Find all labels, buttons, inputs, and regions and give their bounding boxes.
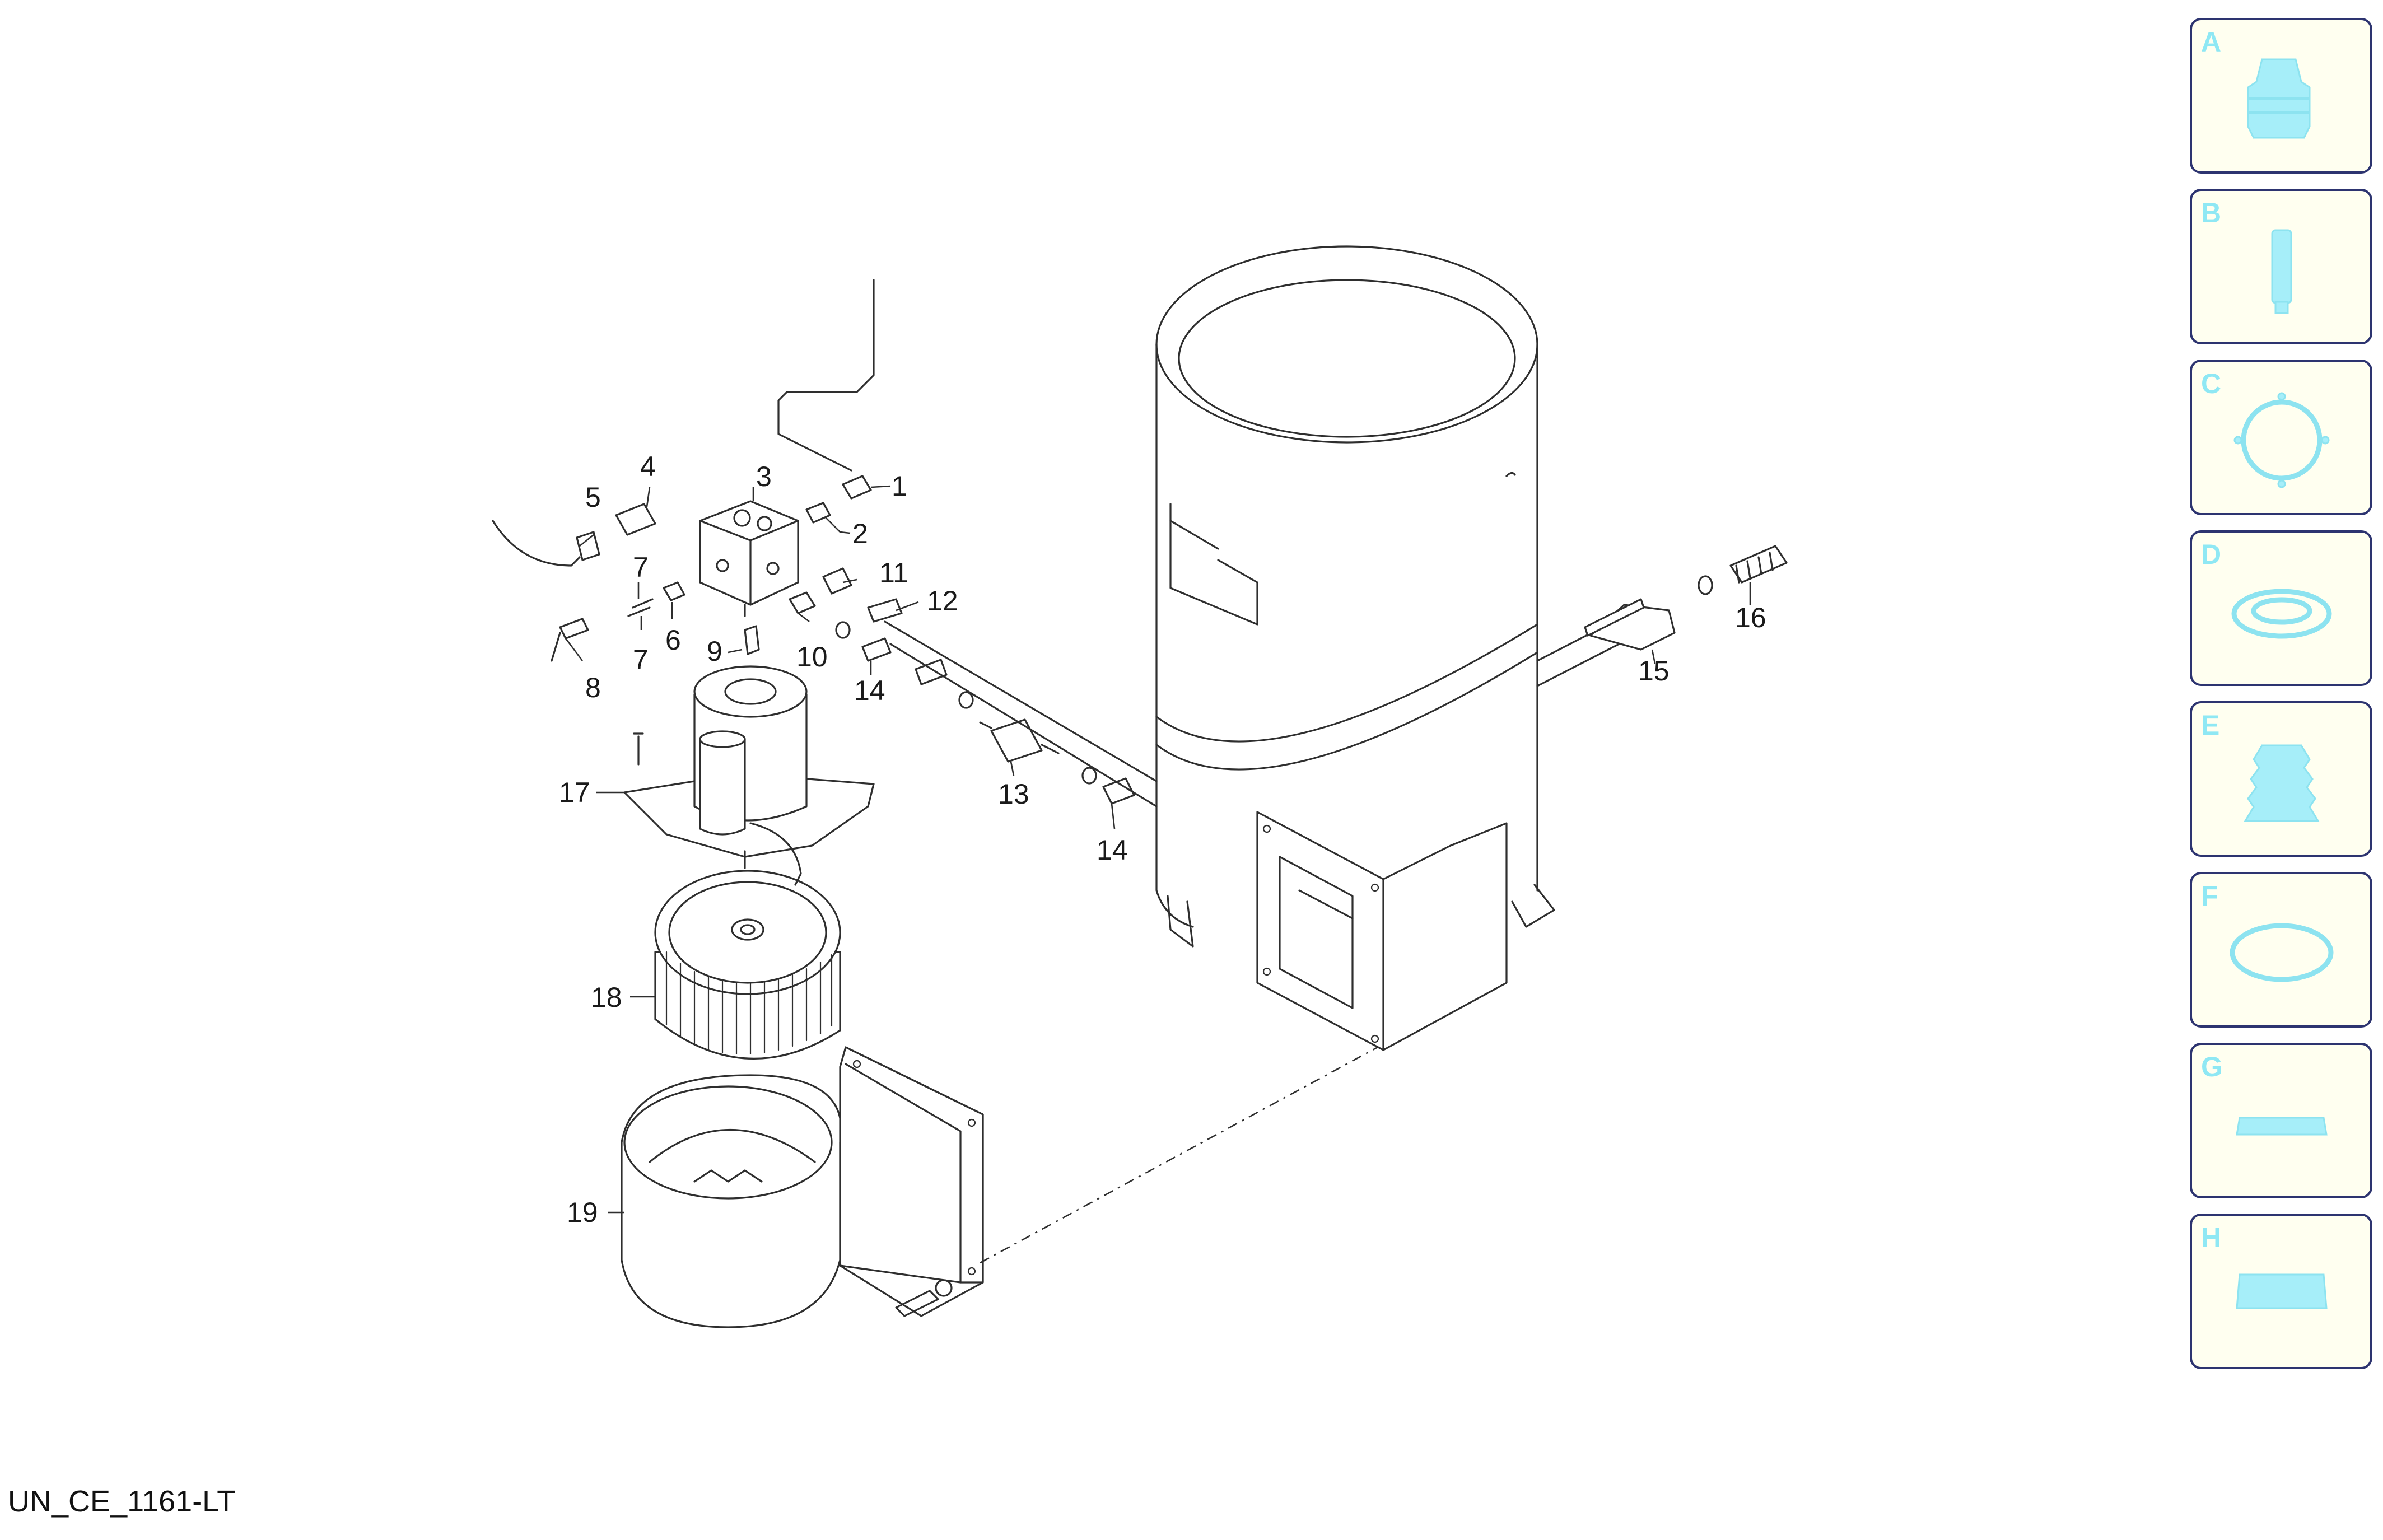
assembly-thumbnail-sidebar: A B C D E F [2190, 18, 2378, 1384]
thumbnail-e[interactable]: E [2190, 701, 2372, 857]
thumbnail-letter: F [2201, 880, 2218, 912]
blower-housing [621, 1046, 984, 1328]
thumbnail-letter: B [2201, 197, 2222, 228]
thumbnail-b[interactable]: B [2190, 189, 2372, 344]
callout-5: 5 [585, 482, 601, 513]
callout-13: 13 [998, 778, 1029, 810]
callout-17: 17 [559, 777, 590, 808]
thumbnail-d[interactable]: D [2190, 530, 2372, 686]
burner-motor [623, 665, 875, 886]
callout-12: 12 [927, 585, 958, 617]
fuel-line [777, 279, 875, 472]
cylinder-filter-icon [2271, 229, 2292, 314]
callout-1: 1 [892, 470, 907, 502]
thumbnail-letter: H [2201, 1222, 2222, 1253]
callout-18: 18 [591, 982, 622, 1013]
callout-9: 9 [707, 636, 722, 667]
callout-7a: 7 [633, 552, 649, 583]
callout-19: 19 [567, 1197, 598, 1228]
combustion-tank [1155, 245, 1555, 1051]
fan-wheel [654, 870, 841, 1060]
alignment-line [980, 1046, 1378, 1264]
callout-14a: 14 [854, 675, 885, 706]
callout-11: 11 [879, 557, 908, 589]
nozzle-icon [2247, 58, 2311, 139]
thumbnail-f[interactable]: F [2190, 872, 2372, 1028]
callout-16: 16 [1735, 602, 1766, 633]
callout-3: 3 [756, 461, 772, 492]
drawing-code: UN_CE_1161-LT [8, 1485, 236, 1518]
thumbnail-letter: G [2201, 1051, 2223, 1082]
callout-4: 4 [640, 451, 656, 482]
flat-plate-icon [2236, 1117, 2328, 1136]
electrode-assembly [1536, 545, 1788, 687]
thumbnail-a[interactable]: A [2190, 18, 2372, 174]
oil-pump [699, 500, 799, 617]
callout-15: 15 [1638, 655, 1670, 687]
thumbnail-c[interactable]: C [2190, 360, 2372, 515]
block-plate-icon [2236, 1273, 2328, 1309]
callout-14b: 14 [1097, 834, 1128, 866]
power-cable [492, 520, 581, 567]
thumbnail-letter: E [2201, 710, 2220, 741]
small-fittings [551, 475, 1158, 808]
thumbnail-h[interactable]: H [2190, 1214, 2372, 1369]
callout-6: 6 [665, 624, 681, 656]
thumbnail-g[interactable]: G [2190, 1043, 2372, 1198]
callout-labels: 1 2 3 4 5 6 7 7 8 9 10 11 12 13 14 14 15… [559, 451, 1766, 1228]
thumbnail-letter: D [2201, 539, 2222, 570]
bellows-icon [2244, 744, 2320, 822]
flange-gasket-icon [2233, 392, 2330, 488]
callout-7b: 7 [633, 644, 649, 675]
callout-leaders [565, 485, 1751, 1214]
callout-10: 10 [796, 641, 828, 673]
callout-2: 2 [852, 518, 868, 549]
thumbnail-letter: A [2201, 26, 2222, 58]
ring-washer-icon [2231, 589, 2332, 639]
thumbnail-letter: C [2201, 368, 2222, 399]
callout-8: 8 [585, 672, 601, 703]
o-ring-icon [2230, 923, 2334, 982]
